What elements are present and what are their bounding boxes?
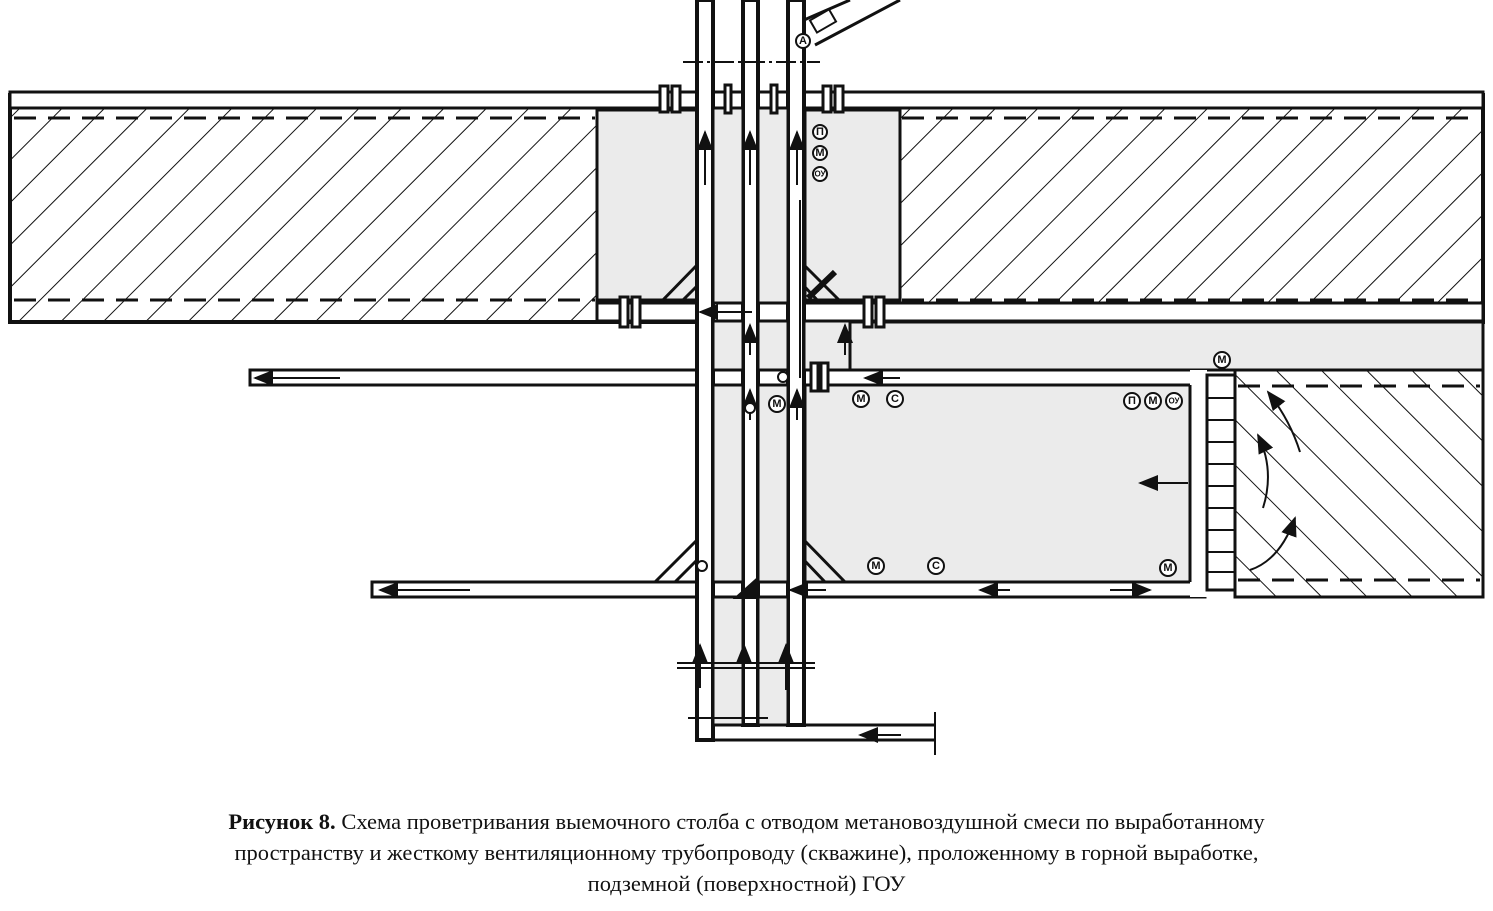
svg-text:ОУ: ОУ <box>1169 397 1181 406</box>
sensor-m: М <box>812 145 828 161</box>
svg-text:М: М <box>772 398 781 410</box>
longwall-face <box>1205 373 1237 592</box>
svg-text:М: М <box>1148 395 1157 407</box>
svg-text:ОУ: ОУ <box>815 170 827 179</box>
sensors: А П М ОУ М М С М П М ОУ М С М <box>696 33 1231 577</box>
svg-text:С: С <box>932 560 940 572</box>
sensor-m: М <box>867 557 885 575</box>
svg-text:М: М <box>871 560 880 572</box>
extraction-block <box>803 383 1192 584</box>
caption-label: Рисунок 8. <box>228 809 336 834</box>
svg-text:П: П <box>1128 395 1136 407</box>
ventilation-scheme: А П М ОУ М М С М П М ОУ М С М <box>8 0 1485 755</box>
svg-text:М: М <box>856 393 865 405</box>
sensor-a: А <box>795 33 811 49</box>
sensor-p: П <box>812 124 828 140</box>
vertical-roadways <box>695 0 936 755</box>
sensor-p: П <box>1123 392 1141 410</box>
svg-text:П: П <box>816 126 824 138</box>
goaf-area <box>1233 368 1485 599</box>
sensor-m: М <box>1144 392 1162 410</box>
sensor-m: М <box>852 390 870 408</box>
ventilation-doors <box>618 83 886 393</box>
caption-line-3: подземной (поверхностной) ГОУ <box>587 871 906 896</box>
svg-text:С: С <box>891 393 899 405</box>
svg-text:М: М <box>1163 562 1172 574</box>
sensor-ou: ОУ <box>812 166 828 182</box>
figure-caption: Рисунок 8. Схема проветривания выемочног… <box>0 806 1493 899</box>
sensor-m: М <box>768 395 786 413</box>
sensor-m: М <box>1213 351 1231 369</box>
airflow-arrows <box>253 130 1188 743</box>
svg-text:А: А <box>799 35 807 47</box>
sensor-c: С <box>886 390 904 408</box>
svg-text:М: М <box>815 147 824 159</box>
caption-line-1: Схема проветривания выемочного столба с … <box>335 809 1265 834</box>
sensor-m: М <box>1159 559 1177 577</box>
sensor-ou: ОУ <box>1165 392 1183 410</box>
sensor-c: С <box>927 557 945 575</box>
svg-text:М: М <box>1217 354 1226 366</box>
caption-line-2: пространству и жесткому вентиляционному … <box>234 840 1259 865</box>
